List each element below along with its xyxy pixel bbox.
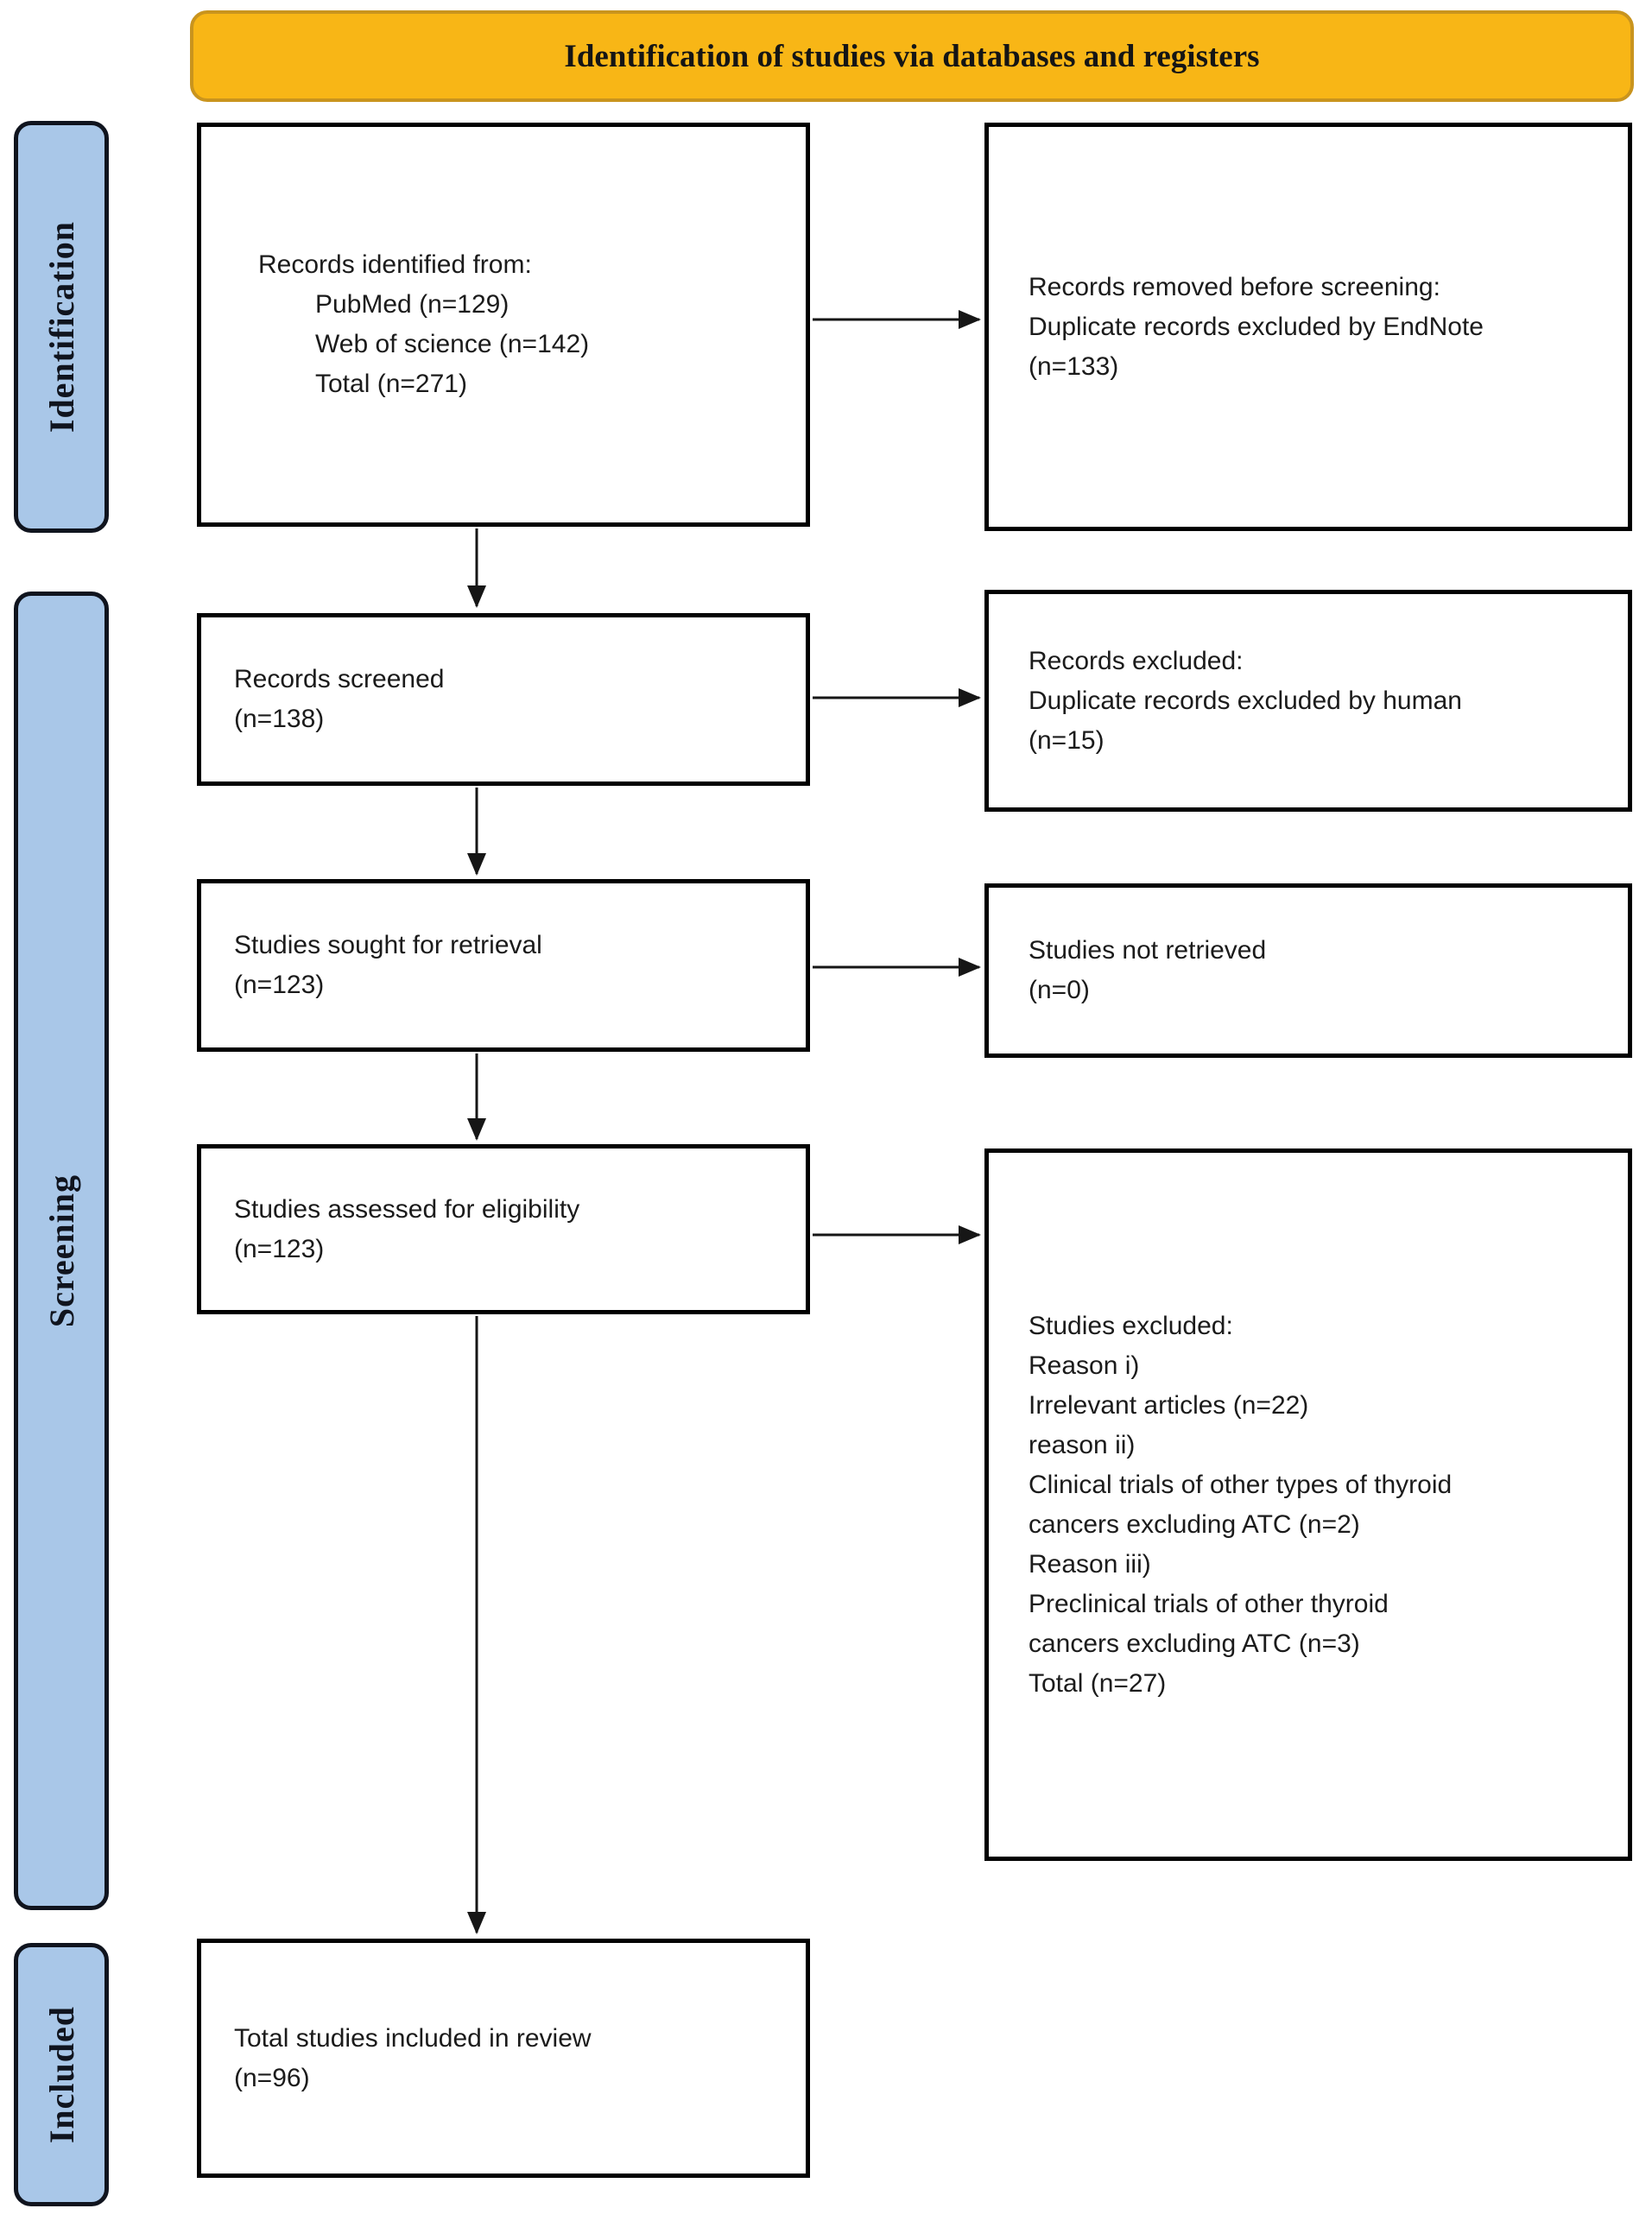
records-screened-text: Records screened (n=138) bbox=[234, 665, 445, 733]
box-studies-not-retrieved: Studies not retrieved (n=0) bbox=[984, 883, 1632, 1058]
stage-label-included-text: Included bbox=[41, 2005, 81, 2144]
stage-label-included: Included bbox=[14, 1943, 109, 2206]
records-excluded-text: Records excluded: Duplicate records excl… bbox=[1029, 646, 1462, 755]
box-studies-assessed: Studies assessed for eligibility (n=123) bbox=[197, 1144, 810, 1314]
box-records-removed: Records removed before screening: Duplic… bbox=[984, 123, 1632, 531]
stage-label-screening: Screening bbox=[14, 592, 109, 1910]
records-identified-details: PubMed (n=129) Web of science (n=142) To… bbox=[315, 290, 590, 398]
box-studies-sought: Studies sought for retrieval (n=123) bbox=[197, 879, 810, 1052]
box-records-identified-content: Records identified from: PubMed (n=129) … bbox=[258, 245, 589, 404]
records-removed-text: Records removed before screening: Duplic… bbox=[1029, 272, 1484, 381]
stage-label-screening-text: Screening bbox=[41, 1174, 81, 1328]
box-records-screened: Records screened (n=138) bbox=[197, 613, 810, 786]
diagram-title: Identification of studies via databases … bbox=[564, 38, 1260, 74]
box-records-identified: Records identified from: PubMed (n=129) … bbox=[197, 123, 810, 527]
studies-excluded-text: Studies excluded: Reason i) Irrelevant a… bbox=[1029, 1311, 1453, 1698]
studies-not-retrieved-text: Studies not retrieved (n=0) bbox=[1029, 936, 1267, 1004]
records-identified-intro: Records identified from: bbox=[258, 250, 532, 279]
stage-label-identification-text: Identification bbox=[41, 220, 81, 433]
box-studies-excluded: Studies excluded: Reason i) Irrelevant a… bbox=[984, 1148, 1632, 1861]
total-included-text: Total studies included in review (n=96) bbox=[234, 2023, 592, 2092]
box-records-excluded: Records excluded: Duplicate records excl… bbox=[984, 590, 1632, 812]
studies-sought-text: Studies sought for retrieval (n=123) bbox=[234, 931, 542, 999]
studies-assessed-text: Studies assessed for eligibility (n=123) bbox=[234, 1194, 580, 1263]
box-total-included: Total studies included in review (n=96) bbox=[197, 1939, 810, 2178]
diagram-title-banner: Identification of studies via databases … bbox=[190, 10, 1634, 102]
stage-label-identification: Identification bbox=[14, 121, 109, 533]
